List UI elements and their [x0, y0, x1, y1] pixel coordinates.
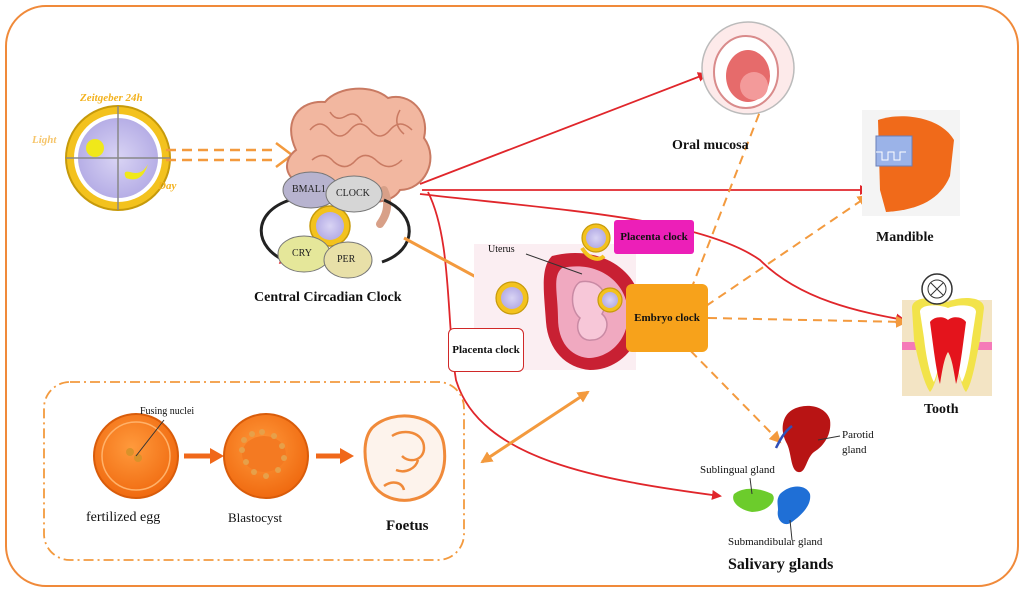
arrow-embryo-to-oral-mucosa — [679, 94, 768, 319]
fertilized-egg-icon — [93, 413, 179, 499]
salivary-glands-label: Salivary glands — [728, 556, 834, 573]
embryo-mini-clock-icon — [597, 287, 623, 313]
arrow-brain-to-oral-mucosa — [419, 72, 708, 185]
oral-mucosa-label: Oral mucosa — [672, 138, 749, 153]
clock-protein-shape — [325, 175, 383, 213]
placenta-clock-top-icon — [581, 223, 611, 253]
tooth-icon — [902, 273, 992, 396]
arrow-embryo-to-tooth — [707, 315, 908, 328]
zeitgeber-clock-icon — [65, 105, 171, 211]
blastocyst-label: Blastocyst — [228, 510, 283, 525]
foetus-icon — [363, 414, 447, 502]
salivary-glands-icon — [733, 405, 841, 541]
placenta-clock-left-icon — [495, 281, 529, 315]
zeitgeber-to-brain-arrow — [166, 142, 295, 168]
red-arrows — [419, 72, 906, 500]
bmal1-label: BMAL1 — [292, 184, 326, 195]
arrow-foetus-to-uterus — [480, 390, 590, 464]
day-label: Day — [158, 180, 177, 192]
development-panel — [43, 381, 465, 561]
fusing-nuclei-label: Fusing nuclei — [140, 406, 195, 417]
embryo-clock-box: Embryo clock — [626, 284, 708, 352]
clock-label: CLOCK — [336, 188, 370, 199]
blastocyst-icon — [223, 413, 309, 499]
uterus-label: Uterus — [488, 244, 515, 255]
circadian-loop — [259, 171, 411, 279]
outer-frame — [5, 5, 1019, 587]
arrow-brain-to-tooth — [419, 193, 906, 324]
cry-label: CRY — [292, 248, 313, 259]
sublingual-gland-label: Sublingual gland — [700, 464, 775, 476]
per-label: PER — [337, 254, 356, 265]
mandible-label: Mandible — [876, 230, 934, 245]
light-label: Light — [32, 134, 57, 146]
zeitgeber-label: Zeitgeber 24h — [80, 92, 143, 104]
arrow-embryo-to-salivary — [679, 339, 782, 444]
parotid-gland-label: Parotid gland — [842, 429, 874, 457]
oral-mucosa-icon — [701, 21, 795, 115]
parotid-gland-shape — [782, 405, 831, 473]
placenta-clock-left-label: Placenta clock — [448, 328, 524, 372]
foetus-label: Foetus — [386, 518, 429, 534]
placenta-clock-top-label: Placenta clock — [614, 220, 694, 254]
fertilized-egg-label: fertilized egg — [86, 510, 161, 525]
tooth-label: Tooth — [924, 402, 959, 417]
mandible-icon — [862, 110, 960, 216]
per-protein-shape — [323, 241, 373, 279]
arrow-embryo-to-mandible — [705, 194, 870, 307]
submandibular-gland-label: Submandibular gland — [728, 536, 823, 548]
central-clock-label: Central Circadian Clock — [254, 290, 402, 305]
sublingual-gland-shape — [733, 488, 774, 512]
submandibular-gland-shape — [777, 486, 811, 525]
arrow-brain-to-salivary-glands — [427, 191, 722, 500]
